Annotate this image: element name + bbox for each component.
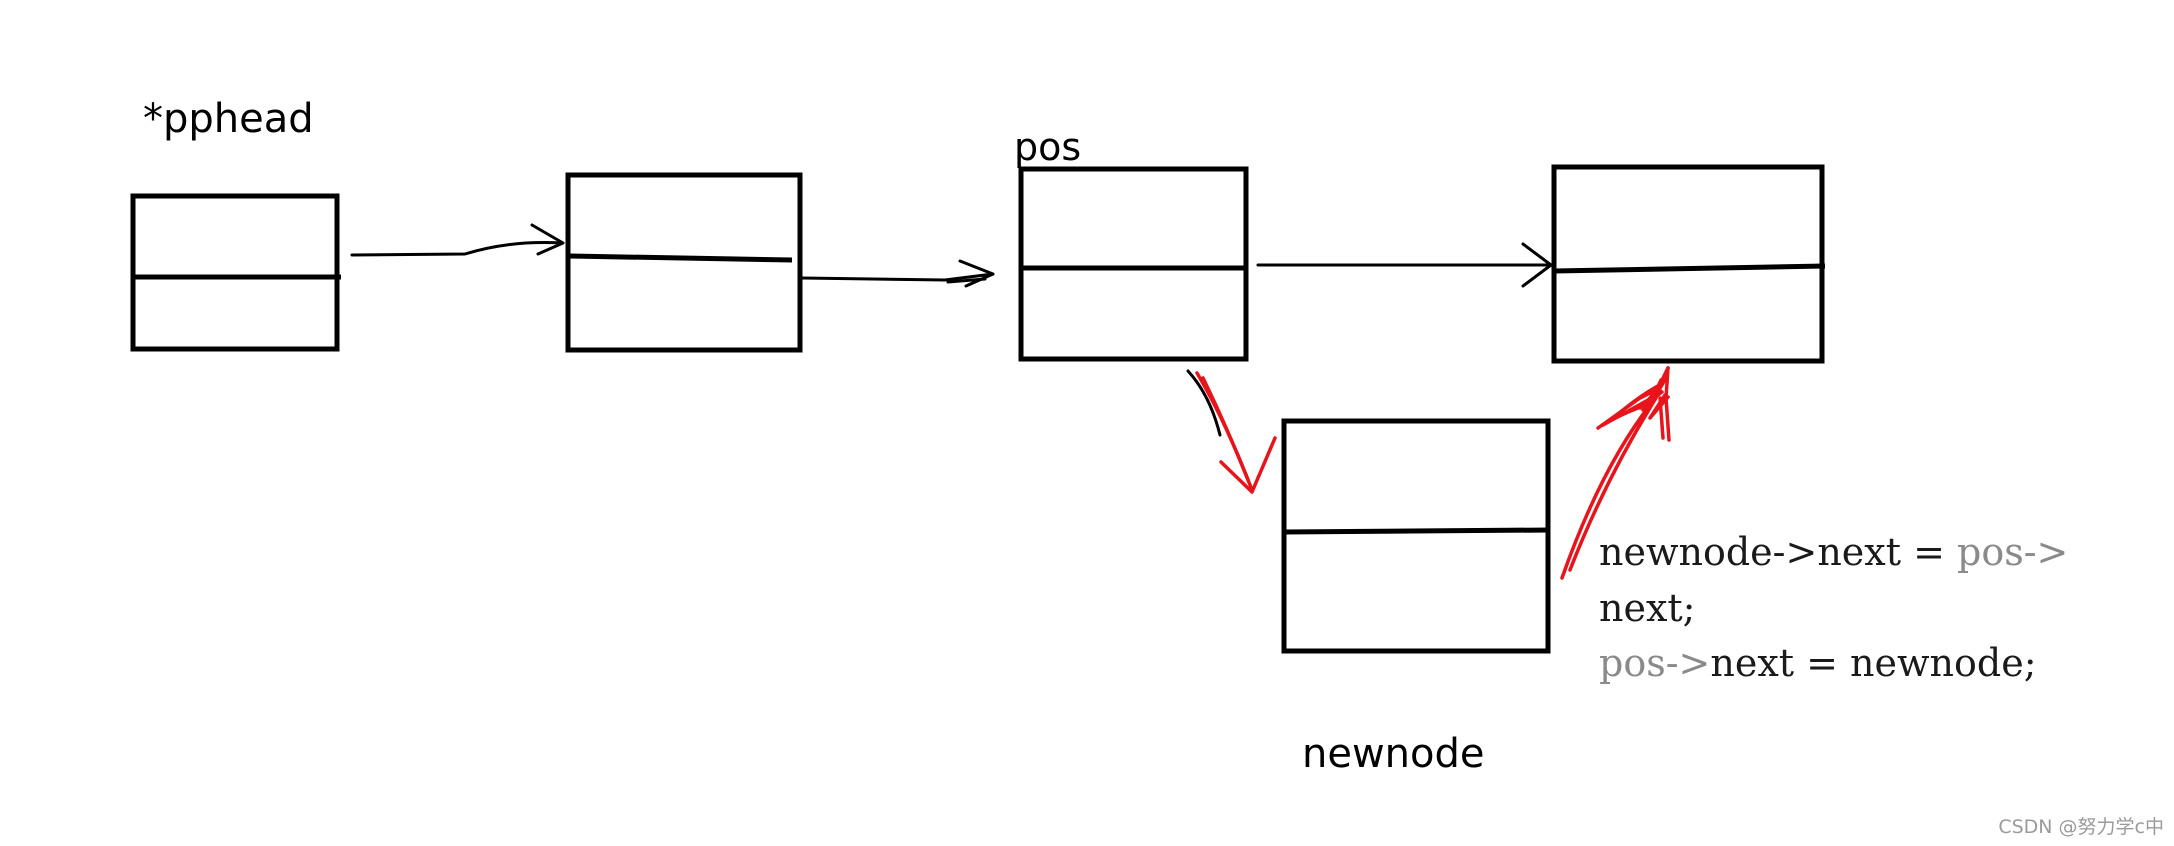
node-newnode	[1281, 418, 1551, 654]
node-2-box	[565, 172, 803, 353]
node-newnode-box	[1281, 418, 1551, 654]
code-line-2: next;	[1599, 586, 1695, 630]
node-2	[565, 172, 803, 353]
arrow-pos-to-newnode-red	[1195, 371, 1277, 494]
label-newnode: newnode	[1302, 731, 1485, 777]
code-line-1-b: pos->	[1957, 530, 2068, 574]
node-4-box	[1551, 164, 1825, 364]
node-2-divider	[569, 253, 793, 263]
node-pos-box	[1018, 166, 1249, 362]
code-line-3-b: next = newnode;	[1710, 641, 2036, 685]
node-pphead	[130, 193, 341, 352]
code-line-3-a: pos->	[1599, 641, 1710, 685]
watermark: CSDN @努力学c中	[1998, 816, 2164, 838]
label-pos: pos	[1014, 125, 1081, 169]
node-pos	[1018, 166, 1249, 362]
arrow-pos-down-black-stroke	[1186, 369, 1222, 437]
arrow-newnode-to-node4-red	[1560, 366, 1671, 580]
node-4	[1551, 164, 1826, 364]
arrow-node1-to-node2	[350, 223, 565, 257]
node-newnode-divider	[1283, 527, 1551, 535]
label-pphead: *pphead	[143, 96, 314, 142]
arrow-node2-to-pos	[800, 259, 995, 288]
node-4-divider	[1553, 263, 1826, 274]
code-line-1: newnode->next = pos->	[1599, 530, 2068, 574]
node-pphead-box	[130, 193, 340, 352]
code-line-1-a: newnode->next =	[1599, 530, 1957, 574]
arrow-pos-to-node4	[1256, 242, 1553, 288]
code-line-3: pos->next = newnode;	[1599, 641, 2037, 685]
code-snippet: newnode->next = pos-> next; pos->next = …	[1599, 530, 2068, 685]
